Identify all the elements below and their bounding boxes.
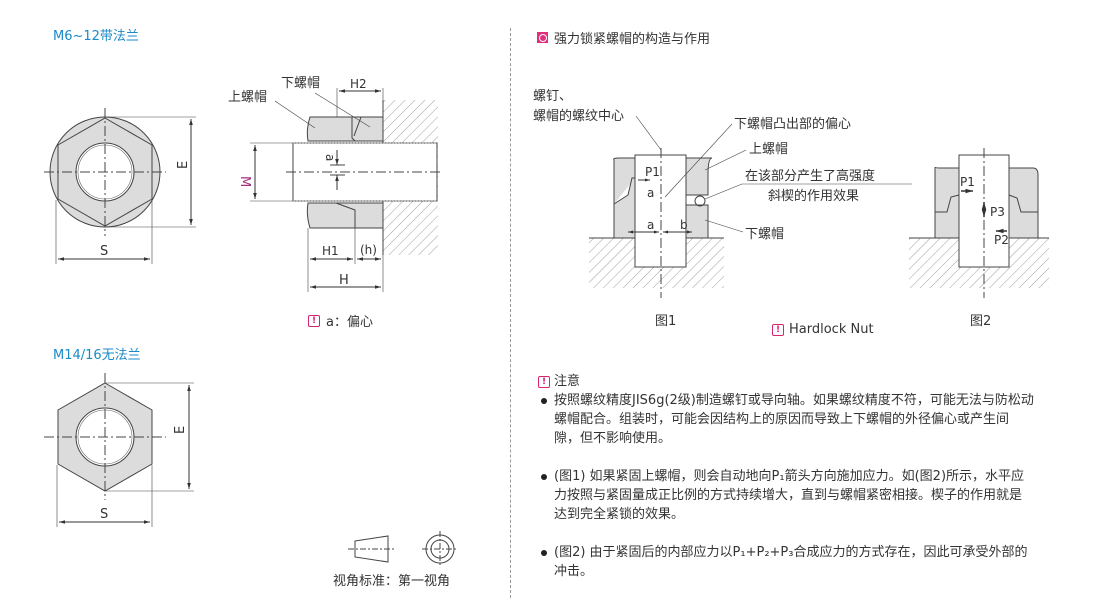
warning-icon: ! (538, 375, 550, 388)
fig2-P1: P1 (960, 175, 975, 189)
dim-h: (h) (360, 243, 377, 257)
noflange-nut-front-view: E S (44, 373, 194, 527)
lower-nut-label: 下螺帽 (281, 75, 320, 91)
flange-nut-side-view: a M H2 上螺帽 下螺帽 H1 (h) H (228, 75, 443, 292)
fig1-upper-nut-label: 上螺帽 (749, 141, 788, 157)
dim-H: H (339, 273, 349, 288)
fig1-eccentric-label: 下螺帽凸出部的偏心 (734, 116, 851, 132)
warning-icon: ! (772, 323, 784, 336)
figure-1: P1 a a b 螺钉、 螺帽的螺纹中心 下螺帽凸出部的偏心 上螺帽 在该部分产… (533, 89, 912, 329)
section-divider (510, 28, 511, 598)
fig1-wedge-label-1: 在该部分产生了高强度 (745, 168, 875, 184)
structure-section-title: 强力锁紧螺帽的构造与作用 (537, 28, 710, 47)
notes-heading-text: 注意 (554, 374, 581, 389)
left-drawings: E S a M H2 上螺帽 下螺帽 H1 (44, 75, 458, 567)
dim-H1: H1 (322, 244, 339, 258)
dim-E: E (176, 161, 191, 169)
dim-S: S (100, 244, 108, 259)
notes-section: ! 注意 按照螺纹精度JIS6g(2级)制造螺钉或导向轴。如果螺纹精度不符，可能… (538, 372, 1038, 600)
fig1-b: b (680, 218, 688, 232)
fig2-P3: P3 (990, 205, 1005, 219)
product-name-label: ! Hardlock Nut (772, 322, 874, 337)
dim-S-noflange: S (100, 507, 108, 522)
circle-bullet-icon (537, 32, 548, 43)
note-item: 按照螺纹精度JIS6g(2级)制造螺钉或导向轴。如果螺纹精度不符，可能无法与防松… (538, 391, 1034, 448)
fig1-thread-center-label-1: 螺钉、 (533, 89, 572, 104)
fig2-caption: 图2 (970, 314, 991, 329)
note-item: (图2) 由于紧固后的内部应力以P₁+P₂+P₃合成应力的方式存在，因此可承受外… (538, 543, 1034, 581)
warning-icon: ! (308, 314, 320, 327)
fig1-a-lower: a (647, 218, 654, 232)
product-name-text: Hardlock Nut (789, 322, 874, 337)
fig1-lower-nut-label: 下螺帽 (745, 226, 784, 242)
noflange-section-title: M14/16无法兰 (53, 348, 141, 363)
note-item: (图1) 如果紧固上螺帽，则会自动地向P₁箭头方向施加应力。如(图2)所示，水平… (538, 467, 1034, 524)
dim-H2: H2 (350, 77, 367, 91)
notes-heading: ! 注意 (538, 372, 1038, 391)
eccentric-note-text: a：偏心 (326, 315, 373, 330)
dim-E-noflange: E (173, 426, 188, 434)
structure-title-text: 强力锁紧螺帽的构造与作用 (554, 32, 711, 47)
projection-label: 视角标准：第一视角 (333, 574, 451, 589)
dim-a: a (323, 154, 337, 161)
fig1-caption: 图1 (655, 314, 676, 329)
upper-nut-label: 上螺帽 (228, 89, 267, 105)
figure-2: P1 P3 P2 图2 (909, 148, 1049, 329)
fig2-P2: P2 (994, 233, 1009, 247)
first-angle-projection-icon (348, 531, 458, 567)
eccentric-note: ! a：偏心 (308, 311, 373, 330)
fig1-wedge-label-2: 斜楔的作用效果 (768, 188, 859, 204)
flange-nut-front-view: E S (44, 108, 196, 264)
fig1-thread-center-label-2: 螺帽的螺纹中心 (533, 108, 624, 124)
fig1-P1: P1 (645, 165, 660, 179)
dim-M: M (237, 176, 252, 187)
fig1-a-upper: a (647, 186, 654, 200)
flange-section-title: M6~12带法兰 (53, 29, 139, 44)
